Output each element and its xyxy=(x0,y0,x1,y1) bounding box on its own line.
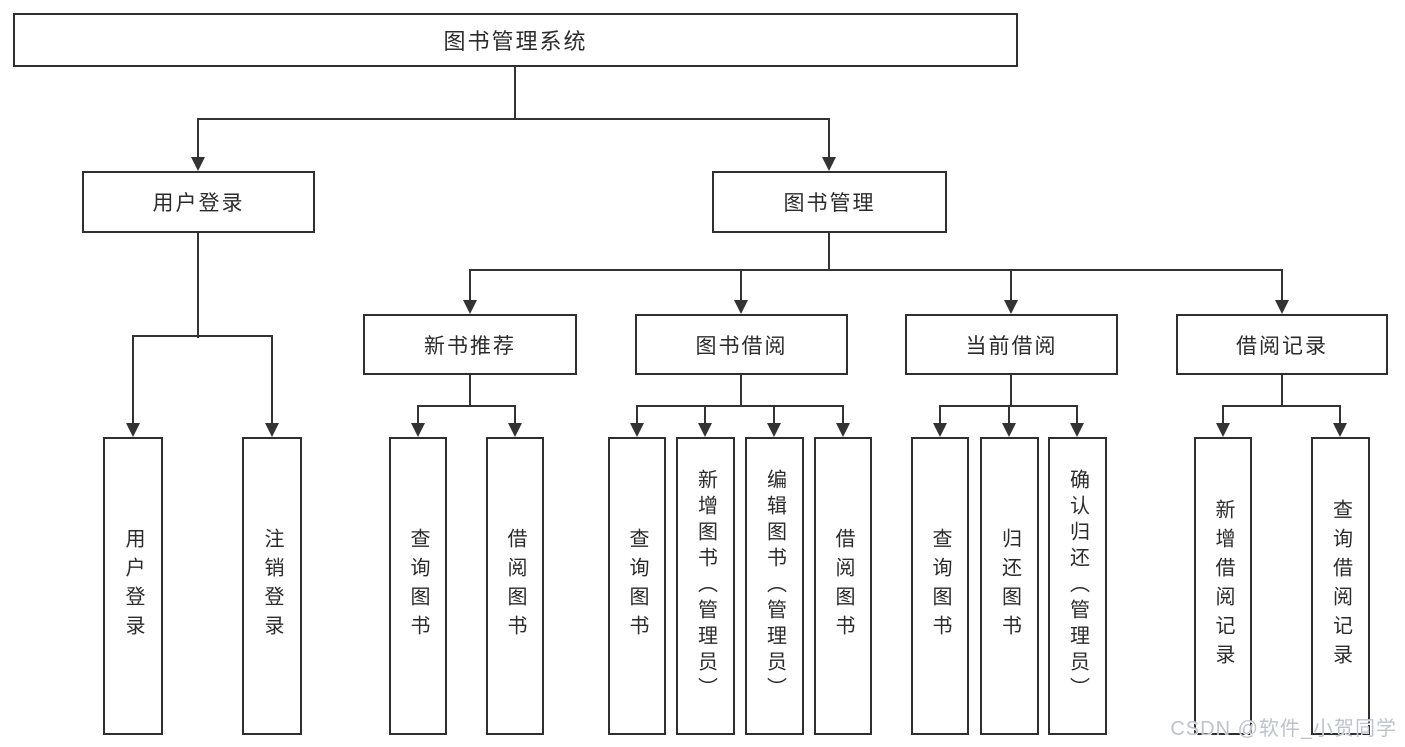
arrow-down-icon xyxy=(191,157,205,171)
arrow-down-icon xyxy=(508,423,522,437)
connector-line xyxy=(1010,375,1012,407)
leaf-query-books-current: 查询图书 xyxy=(911,437,969,735)
leaf-query-books-borrowing: 查询图书 xyxy=(608,437,666,735)
arrow-down-icon xyxy=(1004,300,1018,314)
connector-line xyxy=(740,270,742,302)
arrow-down-icon xyxy=(822,157,836,171)
node-book-borrowing: 图书借阅 xyxy=(635,314,848,375)
arrow-down-icon xyxy=(933,423,947,437)
connector-line xyxy=(1008,406,1010,425)
leaf-logout: 注销登录 xyxy=(242,437,302,735)
node-user-login: 用户登录 xyxy=(82,171,315,233)
node-book-management: 图书管理 xyxy=(712,171,947,233)
connector-line xyxy=(1076,406,1078,425)
arrow-down-icon xyxy=(698,423,712,437)
connector-line xyxy=(271,336,273,425)
leaf-add-book-admin: 新增图书（管理员） xyxy=(676,437,735,735)
arrow-down-icon xyxy=(767,423,781,437)
connector-line xyxy=(636,405,844,407)
connector-line xyxy=(939,406,941,425)
connector-line xyxy=(514,66,516,120)
arrow-down-icon xyxy=(1275,300,1289,314)
connector-line xyxy=(1222,406,1224,425)
leaf-borrow-books-recommend: 借阅图书 xyxy=(486,437,544,735)
arrow-down-icon xyxy=(734,300,748,314)
leaf-return-book: 归还图书 xyxy=(980,437,1039,735)
connector-line xyxy=(636,406,638,425)
node-library-management-system: 图书管理系统 xyxy=(13,13,1018,67)
connector-line xyxy=(1281,270,1283,302)
arrow-down-icon xyxy=(630,423,644,437)
arrow-down-icon xyxy=(265,423,279,437)
connector-line xyxy=(469,269,1283,271)
node-new-book-recommendation: 新书推荐 xyxy=(363,314,577,375)
connector-line xyxy=(197,118,830,120)
connector-line xyxy=(417,406,419,425)
connector-line xyxy=(704,406,706,425)
arrow-down-icon xyxy=(1216,423,1230,437)
connector-line xyxy=(828,119,830,159)
connector-line xyxy=(197,233,199,338)
connector-line xyxy=(514,406,516,425)
connector-line xyxy=(132,335,273,337)
connector-line xyxy=(132,336,134,425)
connector-line xyxy=(469,375,471,407)
arrow-down-icon xyxy=(411,423,425,437)
leaf-confirm-return-admin: 确认归还（管理员） xyxy=(1048,437,1107,735)
leaf-add-borrow-record: 新增借阅记录 xyxy=(1194,437,1252,735)
connector-line xyxy=(740,375,742,407)
node-borrowing-records: 借阅记录 xyxy=(1176,314,1388,375)
leaf-query-books-recommend: 查询图书 xyxy=(389,437,447,735)
connector-line xyxy=(1339,406,1341,425)
leaf-user-login: 用户登录 xyxy=(103,437,163,735)
connector-line xyxy=(197,119,199,159)
arrow-down-icon xyxy=(1333,423,1347,437)
leaf-borrow-books-borrowing: 借阅图书 xyxy=(814,437,872,735)
arrow-down-icon xyxy=(126,423,140,437)
connector-line xyxy=(469,270,471,302)
connector-line xyxy=(1010,270,1012,302)
connector-line xyxy=(828,233,830,271)
watermark: CSDN @软件_小贺同学 xyxy=(1170,718,1397,740)
connector-line xyxy=(842,406,844,425)
connector-line xyxy=(417,405,516,407)
arrow-down-icon xyxy=(463,300,477,314)
connector-line xyxy=(1222,405,1341,407)
leaf-query-borrow-record: 查询借阅记录 xyxy=(1311,437,1370,735)
arrow-down-icon xyxy=(1070,423,1084,437)
leaf-edit-book-admin: 编辑图书（管理员） xyxy=(745,437,804,735)
connector-line xyxy=(1281,375,1283,407)
node-current-borrowing: 当前借阅 xyxy=(905,314,1118,375)
connector-line xyxy=(773,406,775,425)
arrow-down-icon xyxy=(836,423,850,437)
arrow-down-icon xyxy=(1002,423,1016,437)
